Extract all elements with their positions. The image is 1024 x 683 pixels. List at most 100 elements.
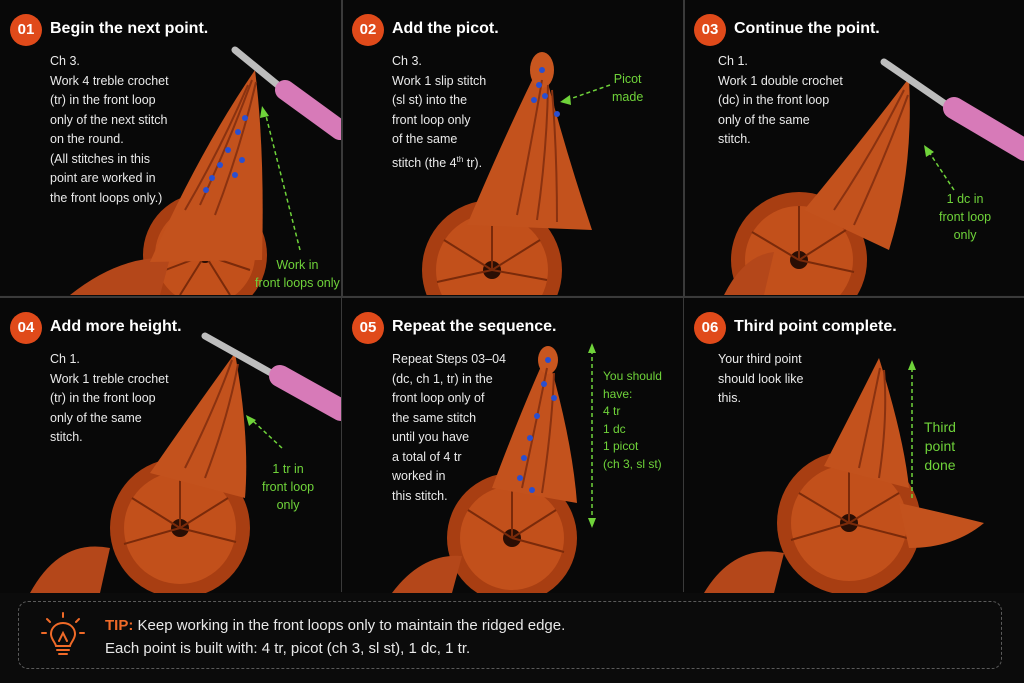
note-line: point — [924, 438, 956, 454]
step-panel-02: 02 Add the picot. Ch 3. Work 1 slip stit… — [342, 0, 683, 295]
instruction-line: front loop only of — [392, 391, 485, 405]
instruction-line: of the same — [392, 132, 458, 146]
step-number-badge: 04 — [10, 312, 42, 344]
step-panel-06: 06 Third point complete. Your third poin… — [684, 298, 1024, 593]
note-line: (ch 3, sl st) — [603, 456, 662, 471]
instruction-line: Ch 3. — [392, 54, 422, 68]
instruction-line: (tr) in the front loop — [50, 391, 156, 405]
instruction-line: should look like — [718, 371, 804, 386]
instruction-line: only of the next stitch — [50, 112, 168, 127]
instruction-line: Ch 1. — [718, 54, 748, 68]
step-title: Repeat the sequence. — [392, 318, 557, 335]
note-line: Third — [924, 419, 956, 435]
instruction-line: Repeat Steps 03–04 — [392, 352, 506, 366]
instruction-line: Ch 1. — [50, 352, 80, 366]
instruction-line: (dc) in the front loop — [718, 93, 830, 107]
instruction-line: front loop only — [392, 112, 471, 127]
step-instructions: Ch 3. Work 1 slip stitch (sl st) into th… — [392, 52, 486, 173]
instruction-line: (tr) in the front loop — [50, 93, 156, 107]
step-panel-01: 01 Begin the next point. Ch 3. Work 4 tr… — [0, 0, 341, 295]
note-line: You should — [603, 369, 662, 383]
crochet-photo-03 — [724, 58, 1024, 295]
note-line: 1 tr in — [272, 462, 304, 476]
step-panel-03: 03 Continue the point. Ch 1. Work 1 doub… — [684, 0, 1024, 295]
step-title: Third point complete. — [734, 318, 897, 335]
instruction-line: only of the same — [718, 112, 810, 127]
step-panel-05: 05 Repeat the sequence. Repeat Steps 03–… — [342, 298, 683, 593]
instruction-line: Your third point — [718, 352, 802, 366]
instruction-line: Work 1 treble crochet — [50, 371, 169, 386]
note-line: only — [953, 228, 977, 242]
crochet-photo-01 — [70, 46, 341, 295]
steps-grid: 01 Begin the next point. Ch 3. Work 4 tr… — [0, 0, 1024, 593]
step-number-badge: 03 — [694, 14, 726, 46]
tip-line: Each point is built with: 4 tr, picot (c… — [105, 640, 471, 657]
instruction-line: a total of 4 tr — [392, 449, 462, 464]
instruction-line: on the round. — [50, 132, 124, 146]
step-instructions: Repeat Steps 03–04 (dc, ch 1, tr) in the… — [392, 350, 506, 506]
note-line: Work in — [276, 258, 319, 272]
instruction-line: (sl st) into the — [392, 93, 468, 107]
panel-divider — [0, 296, 1024, 298]
instruction-line: (All stitches in this — [50, 151, 151, 166]
step-instructions: Ch 1. Work 1 treble crochet (tr) in the … — [50, 350, 169, 448]
instruction-fragment: tr). — [463, 155, 483, 170]
step-title: Continue the point. — [734, 20, 880, 37]
instruction-line: Work 1 slip stitch — [392, 73, 487, 88]
annotation-note: You should have: 4 tr 1 dc 1 picot (ch 3… — [603, 368, 662, 473]
step-title: Add the picot. — [392, 20, 499, 37]
note-line: made — [612, 90, 644, 104]
annotation-note: 1 dc in front loop only — [939, 190, 991, 244]
instruction-line: point are worked in — [50, 171, 156, 185]
step-number-badge: 06 — [694, 312, 726, 344]
instruction-line: (dc, ch 1, tr) in the — [392, 371, 493, 386]
note-line: 1 dc in — [946, 192, 984, 206]
instruction-line: stitch. — [50, 430, 83, 444]
instruction-line: Ch 3. — [50, 54, 80, 68]
step-number-badge: 02 — [352, 14, 384, 46]
crochet-photo-05 — [392, 343, 596, 593]
instruction-line: stitch (the 4th tr). — [392, 150, 486, 174]
step-instructions: Your third point should look like this. — [718, 350, 803, 409]
step-instructions: Ch 1. Work 1 double crochet (dc) in the … — [718, 52, 843, 150]
annotation-note: 1 tr in front loop only — [262, 460, 314, 514]
note-line: front loop — [939, 210, 992, 224]
annotation-note: Third point done — [924, 418, 956, 475]
instruction-fragment: stitch (the 4 — [392, 155, 457, 170]
instruction-line: the front loops only.) — [50, 190, 163, 205]
annotation-note: Work in front loops only — [255, 256, 340, 292]
instruction-line: worked in — [392, 469, 446, 483]
tip-label: TIP: — [105, 617, 134, 634]
crochet-photo-06 — [704, 358, 984, 593]
step-number-badge: 01 — [10, 14, 42, 46]
superscript: th — [456, 154, 464, 164]
step-title: Begin the next point. — [50, 20, 209, 37]
note-line: front loop — [262, 480, 315, 494]
note-line: done — [924, 457, 956, 473]
instruction-line: the same stitch — [392, 410, 477, 425]
step-number-badge: 05 — [352, 312, 384, 344]
note-line: front loops only — [255, 276, 340, 290]
note-line: have: — [603, 386, 633, 401]
instruction-line: this. — [718, 391, 741, 405]
annotation-note: Picot made — [612, 70, 643, 106]
crochet-photo-02 — [422, 52, 611, 295]
crochet-photo-04 — [30, 332, 341, 593]
note-line: 1 picot — [603, 439, 639, 453]
note-line: 4 tr — [603, 404, 621, 418]
instruction-line: stitch. — [718, 132, 751, 146]
lightbulb-icon — [41, 612, 85, 655]
step-instructions: Ch 3. Work 4 treble crochet (tr) in the … — [50, 52, 169, 208]
tip-line: TIP: Keep working in the front loops onl… — [105, 614, 565, 637]
instruction-line: only of the same — [50, 410, 142, 425]
step-title: Add more height. — [50, 318, 182, 335]
instruction-line: Work 4 treble crochet — [50, 73, 169, 88]
note-line: 1 dc — [603, 421, 626, 436]
tip-line-text: Keep working in the front loops only to … — [137, 617, 566, 634]
tip-text: TIP: Keep working in the front loops onl… — [105, 614, 565, 660]
instruction-line: until you have — [392, 430, 470, 444]
note-line: Picot — [613, 72, 642, 86]
instruction-line: this stitch. — [392, 488, 448, 503]
tip-box: TIP: Keep working in the front loops onl… — [18, 601, 1002, 669]
instruction-line: Work 1 double crochet — [718, 73, 843, 88]
